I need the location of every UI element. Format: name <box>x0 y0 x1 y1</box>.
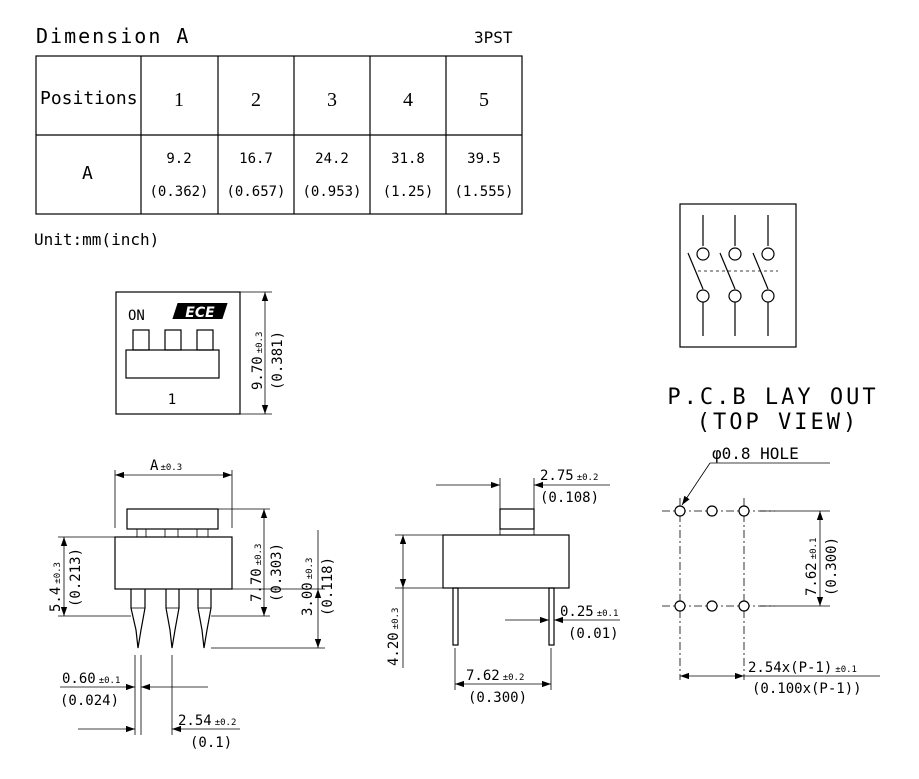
table-inch-3: (0.953) <box>302 184 361 200</box>
table-inch-5: (1.555) <box>454 184 513 200</box>
side-row-dim: 7.62±0.2 <box>466 668 524 684</box>
front-pitch-inch: (0.1) <box>190 735 232 751</box>
front-view: A±0.3 5.4±0.3 (0.213) 7.70±0.3 (0 <box>48 458 336 751</box>
table-inch-2: (0.657) <box>226 184 285 200</box>
table-inch-1: (0.362) <box>149 184 208 200</box>
table-mm-1: 9.2 <box>166 151 191 167</box>
pcb-title: P.C.B LAY OUT <box>667 385 878 410</box>
dimension-table: Positions A 1 2 3 4 5 9.2 16.7 24.2 31.8… <box>35 55 523 215</box>
pcb-subtitle: (TOP VIEW) <box>697 410 859 435</box>
table-mm-4: 31.8 <box>391 151 425 167</box>
side-pin-thickness-inch: (0.01) <box>568 626 619 642</box>
table-position-3: 3 <box>327 89 337 111</box>
pcb-layout: P.C.B LAY OUT (TOP VIEW) φ0.8 HOLE 7.62±… <box>662 385 880 697</box>
front-total-height-dim: 7.70±0.3 <box>249 544 265 602</box>
side-actuator-dim: 2.75±0.2 <box>540 468 598 484</box>
ece-logo: ECE <box>172 303 228 321</box>
table-mm-5: 39.5 <box>467 151 501 167</box>
dimension-header: Dimension A 3PST <box>36 24 513 48</box>
side-pin-thickness-dim: 0.25±0.1 <box>560 604 618 620</box>
pcb-pitch-dim: 2.54x(P-1)±0.1 <box>748 660 857 676</box>
pcb-row-inch: (0.300) <box>824 537 840 596</box>
table-inch-4: (1.25) <box>383 184 434 200</box>
front-width-dim: A±0.3 <box>150 458 182 474</box>
table-position-4: 4 <box>403 89 413 111</box>
top-height-inch: (0.381) <box>270 331 286 390</box>
table-mm-3: 24.2 <box>315 151 349 167</box>
pcb-pitch-inch: (0.100x(P-1)) <box>752 681 862 697</box>
top-height-dim: 9.70±0.3 <box>250 332 266 390</box>
table-header-a: A <box>82 163 93 184</box>
front-body-height-dim: 5.4±0.3 <box>48 562 64 612</box>
side-actuator-inch: (0.108) <box>540 490 599 506</box>
table-header-positions: Positions <box>40 88 138 109</box>
hole-note: φ0.8 HOLE <box>712 444 799 463</box>
side-height-dim: 4.20±0.3 <box>386 608 402 666</box>
front-pin-length-inch: (0.118) <box>320 557 336 616</box>
side-row-inch: (0.300) <box>468 690 527 706</box>
position-label: 1 <box>168 392 176 408</box>
model-label: 3PST <box>474 28 513 47</box>
front-pitch-dim: 2.54±0.2 <box>178 713 236 729</box>
front-total-height-inch: (0.303) <box>269 543 285 602</box>
table-position-5: 5 <box>479 89 489 111</box>
front-body-height-inch: (0.213) <box>68 548 84 607</box>
table-position-2: 2 <box>251 89 261 111</box>
front-pin-length-dim: 3.00±0.3 <box>300 558 316 616</box>
on-label: ON <box>128 308 145 324</box>
dimension-title: Dimension A <box>36 24 190 48</box>
pcb-row-dim: 7.62±0.1 <box>804 538 820 596</box>
front-pin-width-inch: (0.024) <box>60 693 119 709</box>
top-view: ON ECE 1 9.70±0.3 (0.381) <box>115 291 286 415</box>
table-position-1: 1 <box>174 89 184 111</box>
switch-schematic <box>679 203 797 348</box>
side-view: 2.75±0.2 (0.108) 4.20±0.3 0.25±0.1 (0.01… <box>386 468 620 706</box>
front-pin-width-dim: 0.60±0.1 <box>62 671 120 687</box>
table-mm-2: 16.7 <box>239 151 273 167</box>
logo-text: ECE <box>185 305 215 321</box>
unit-note: Unit:mm(inch) <box>34 230 159 249</box>
